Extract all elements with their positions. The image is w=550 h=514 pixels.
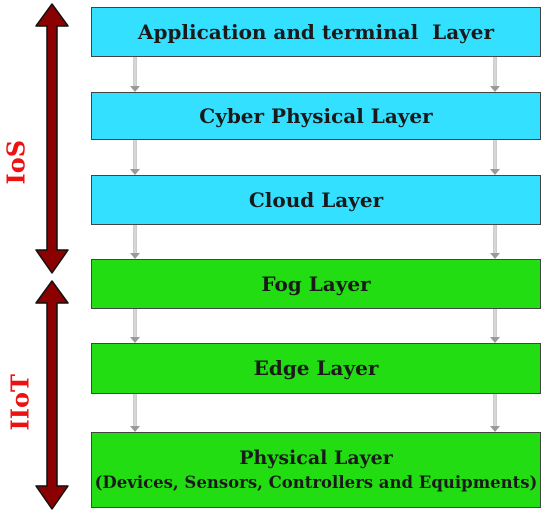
- edge-layer: Edge Layer: [91, 343, 541, 394]
- cyber-physical-layer-label: Cyber Physical Layer: [199, 103, 433, 128]
- iiot-group-label: IIoT: [5, 374, 35, 431]
- cloud-layer: Cloud Layer: [91, 175, 541, 225]
- cyber-physical-layer: Cyber Physical Layer: [91, 92, 541, 140]
- physical-layer: Physical Layer (Devices, Sensors, Contro…: [91, 432, 541, 508]
- fog-layer-label: Fog Layer: [261, 271, 371, 296]
- iiot-range-arrow: [35, 280, 69, 510]
- fog-layer: Fog Layer: [91, 259, 541, 309]
- cloud-layer-label: Cloud Layer: [248, 187, 384, 212]
- application-terminal-layer: Application and terminal Layer: [91, 7, 541, 57]
- application-terminal-layer-label: Application and terminal Layer: [137, 19, 495, 44]
- physical-layer-sublabel: (Devices, Sensors, Controllers and Equip…: [94, 472, 538, 492]
- edge-layer-label: Edge Layer: [253, 356, 379, 380]
- ios-range-arrow: [35, 3, 69, 274]
- physical-layer-label: Physical Layer: [239, 446, 393, 469]
- ios-group-label: IoS: [1, 139, 31, 185]
